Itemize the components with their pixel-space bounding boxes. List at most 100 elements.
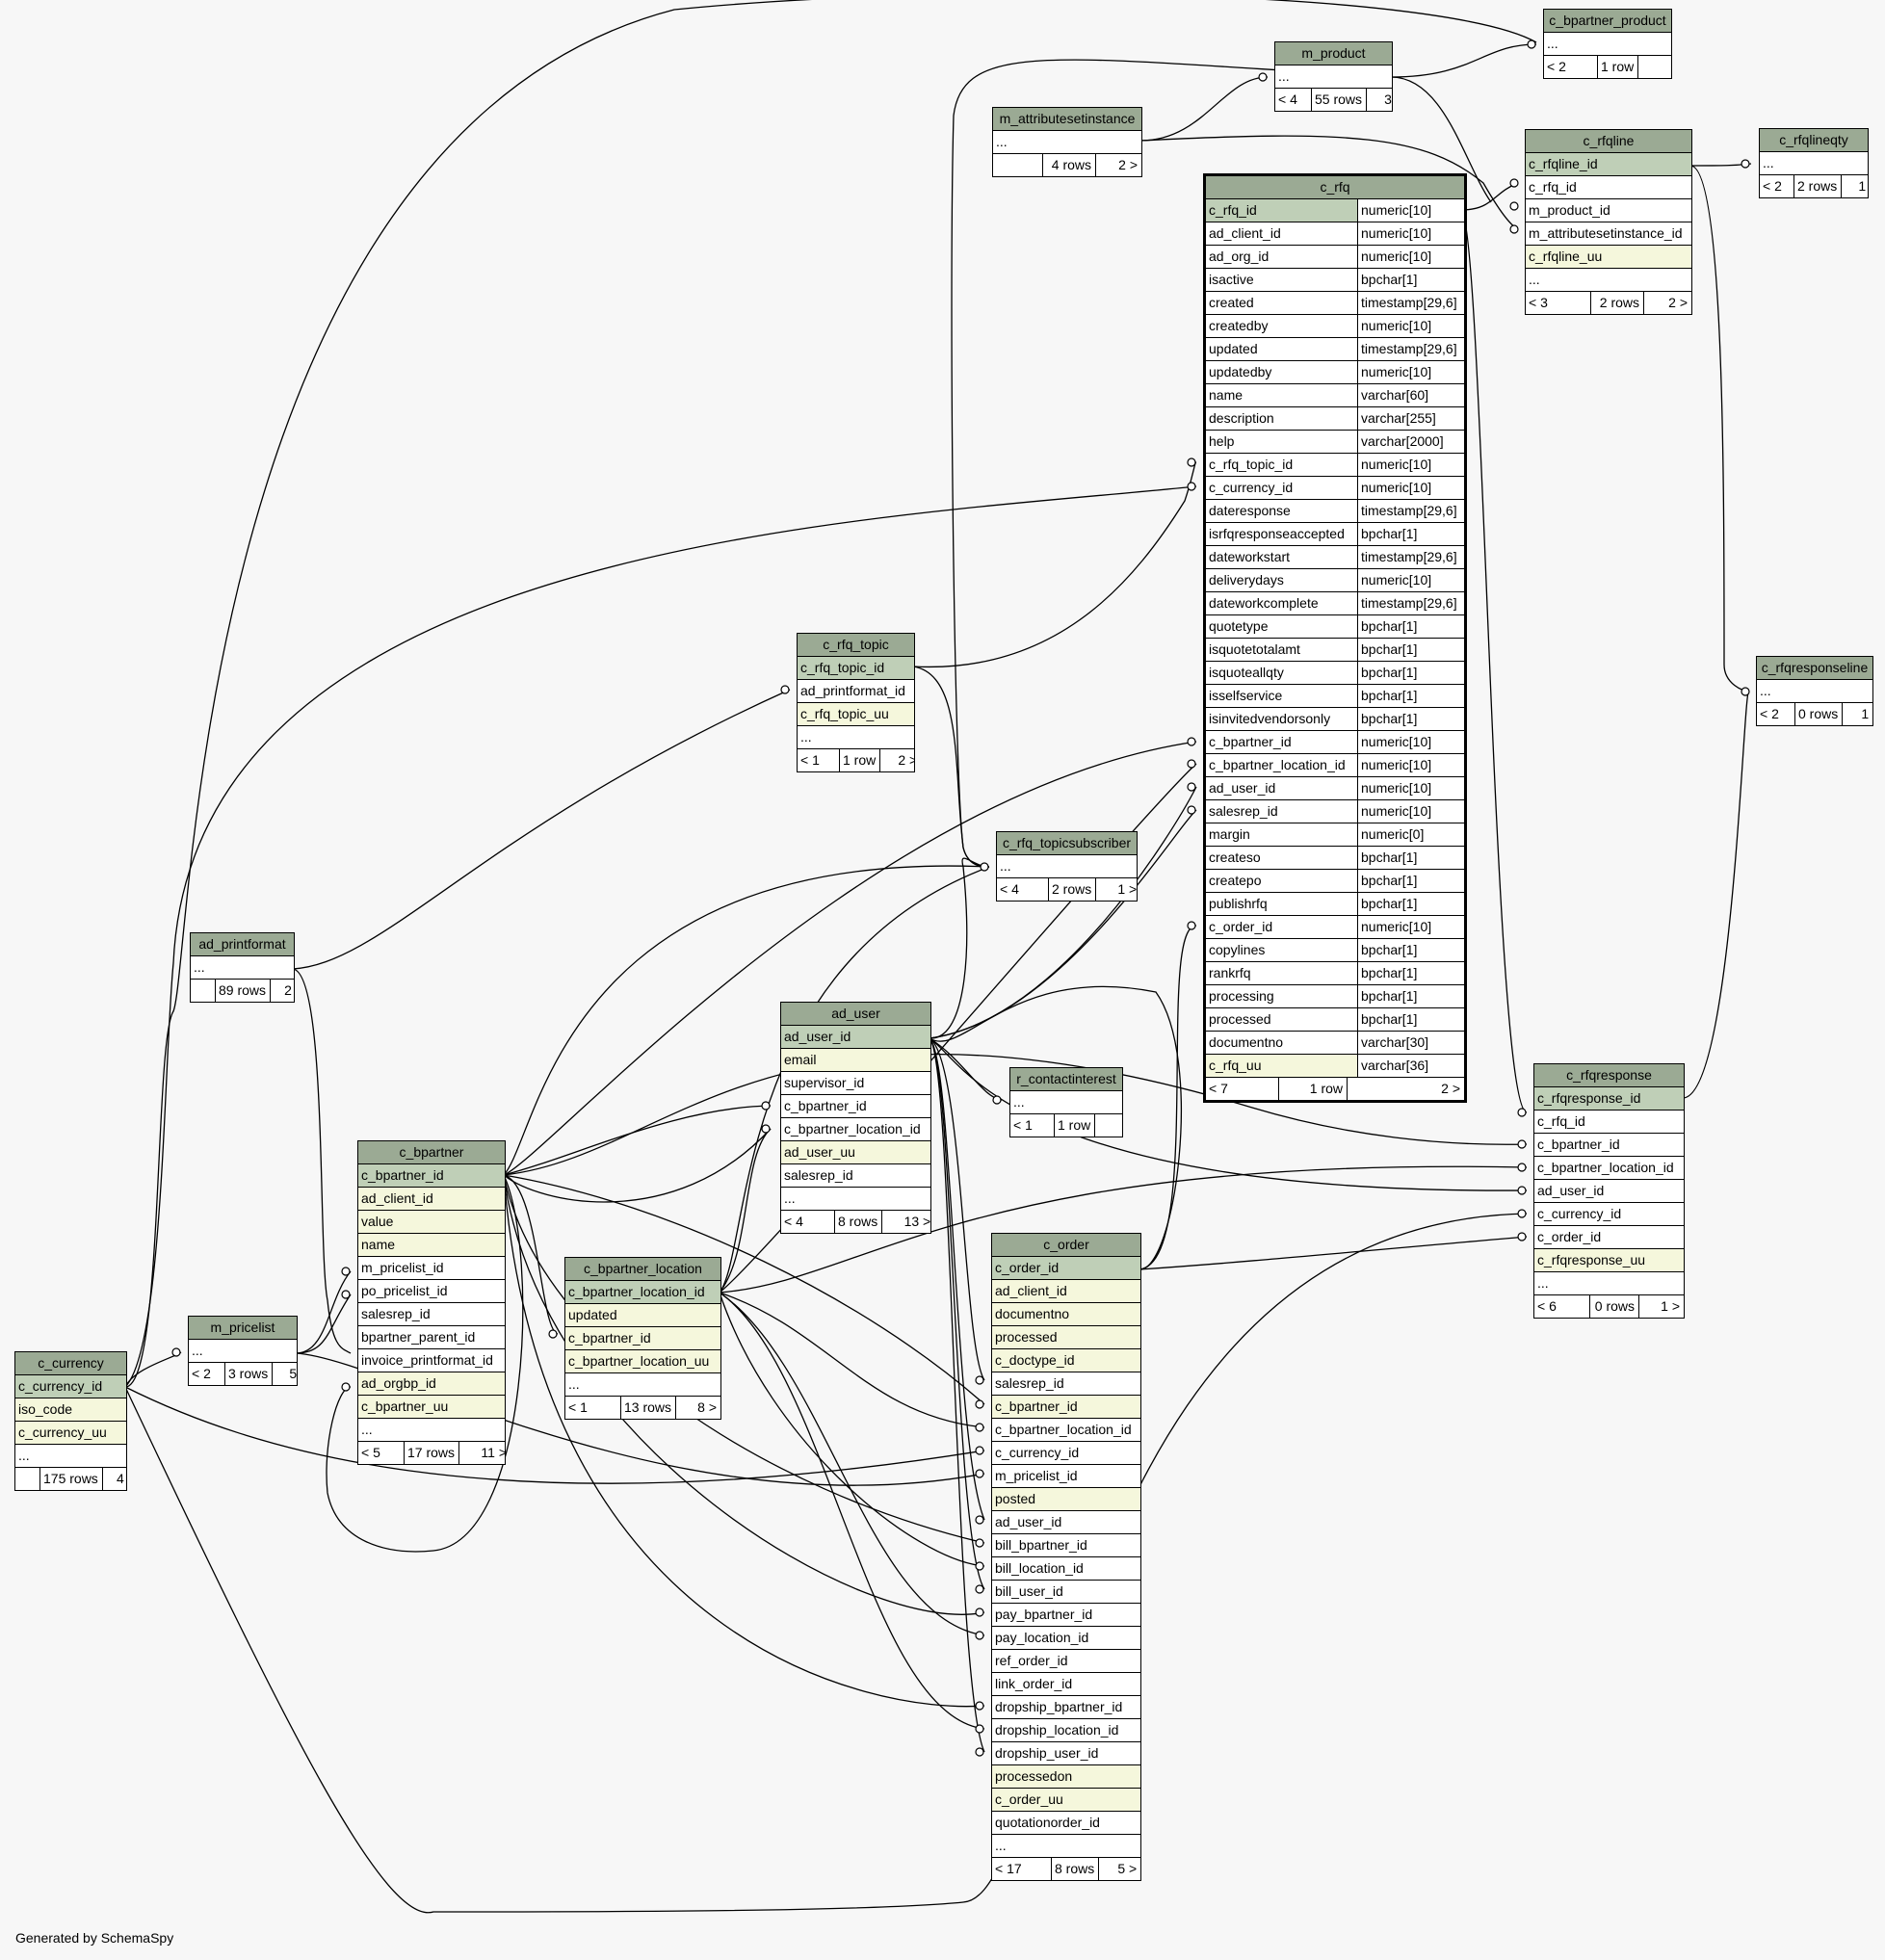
column-c-bpartner-id[interactable]: c_bpartner_id xyxy=(1534,1133,1684,1156)
column-c-order-id[interactable]: c_order_id xyxy=(992,1256,1140,1279)
column-c-rfq-id[interactable]: c_rfq_id xyxy=(1526,175,1691,198)
parents-link[interactable]: < 4 xyxy=(1278,91,1297,107)
column-bill-user-id[interactable]: bill_user_id xyxy=(992,1580,1140,1603)
column-ad-user-id[interactable]: ad_user_id xyxy=(781,1025,930,1048)
column-salesrep-id[interactable]: salesrep_id xyxy=(781,1163,930,1187)
more-columns-row[interactable]: ... xyxy=(1010,1090,1122,1113)
column-c-order-id[interactable]: c_order_id xyxy=(1534,1225,1684,1248)
more-columns-row[interactable]: ... xyxy=(1275,65,1392,88)
column-c-bpartner-location-uu[interactable]: c_bpartner_location_uu xyxy=(565,1349,720,1372)
children-link[interactable]: 11 > xyxy=(458,1442,505,1464)
more-columns-row[interactable]: ... xyxy=(191,955,294,979)
column-c-bpartner-location-id[interactable]: c_bpartner_location_id xyxy=(565,1280,720,1303)
column-quotationorder-id[interactable]: quotationorder_id xyxy=(992,1811,1140,1834)
more-columns-row[interactable]: ... xyxy=(1526,268,1691,291)
column-bpartner-parent-id[interactable]: bpartner_parent_id xyxy=(358,1325,505,1348)
column-c-order-uu[interactable]: c_order_uu xyxy=(992,1788,1140,1811)
column-dropship-location-id[interactable]: dropship_location_id xyxy=(992,1718,1140,1741)
column-pay-bpartner-id[interactable]: pay_bpartner_id xyxy=(992,1603,1140,1626)
column-c-doctype-id[interactable]: c_doctype_id xyxy=(992,1348,1140,1372)
column-ad-user-id[interactable]: ad_user_id xyxy=(992,1510,1140,1533)
column-updated[interactable]: updated xyxy=(565,1303,720,1326)
column-ad-orgbp-id[interactable]: ad_orgbp_id xyxy=(358,1372,505,1395)
column-c-rfq-topic-uu[interactable]: c_rfq_topic_uu xyxy=(798,702,914,725)
column-documentno[interactable]: documentno xyxy=(992,1302,1140,1325)
column-m-pricelist-id[interactable]: m_pricelist_id xyxy=(992,1464,1140,1487)
column-link-order-id[interactable]: link_order_id xyxy=(992,1672,1140,1695)
more-columns-row[interactable]: ... xyxy=(565,1372,720,1396)
column-name[interactable]: name xyxy=(358,1233,505,1256)
children-link[interactable]: 2 > xyxy=(270,980,294,1002)
more-columns-row[interactable]: ... xyxy=(993,130,1141,153)
column-posted[interactable]: posted xyxy=(992,1487,1140,1510)
children-link[interactable]: 1 > xyxy=(1095,878,1137,901)
children-link[interactable]: 8 > xyxy=(675,1397,720,1419)
children-link[interactable]: 4 > xyxy=(101,1468,126,1490)
parents-link[interactable]: < 4 xyxy=(784,1214,803,1229)
column-c-bpartner-location-id[interactable]: c_bpartner_location_id xyxy=(992,1418,1140,1441)
children-link[interactable]: 2 > xyxy=(1347,1078,1464,1100)
column-c-bpartner-uu[interactable]: c_bpartner_uu xyxy=(358,1395,505,1418)
parents-link[interactable] xyxy=(15,1468,39,1490)
column-value[interactable]: value xyxy=(358,1210,505,1233)
more-columns-row[interactable]: ... xyxy=(997,854,1137,877)
column-m-pricelist-id[interactable]: m_pricelist_id xyxy=(358,1256,505,1279)
column-c-rfqline-uu[interactable]: c_rfqline_uu xyxy=(1526,245,1691,268)
column-ref-order-id[interactable]: ref_order_id xyxy=(992,1649,1140,1672)
parents-link[interactable]: < 1 xyxy=(800,752,820,768)
children-link[interactable]: 2 > xyxy=(879,749,914,771)
parents-link[interactable]: < 7 xyxy=(1209,1081,1228,1096)
column-c-rfqline-id[interactable]: c_rfqline_id xyxy=(1526,152,1691,175)
column-ad-user-id[interactable]: ad_user_id xyxy=(1534,1179,1684,1202)
column-invoice-printformat-id[interactable]: invoice_printformat_id xyxy=(358,1348,505,1372)
column-processed[interactable]: processed xyxy=(992,1325,1140,1348)
more-columns-row[interactable]: ... xyxy=(15,1444,126,1467)
more-columns-row[interactable]: ... xyxy=(992,1834,1140,1857)
column-po-pricelist-id[interactable]: po_pricelist_id xyxy=(358,1279,505,1302)
children-link[interactable]: 2 > xyxy=(1095,154,1141,176)
column-c-currency-id[interactable]: c_currency_id xyxy=(1534,1202,1684,1225)
children-link[interactable]: 5 > xyxy=(272,1363,297,1385)
more-columns-row[interactable]: ... xyxy=(1544,32,1671,55)
column-c-bpartner-id[interactable]: c_bpartner_id xyxy=(992,1395,1140,1418)
parents-link[interactable] xyxy=(993,154,1042,176)
more-columns-row[interactable]: ... xyxy=(1760,151,1868,174)
column-m-product-id[interactable]: m_product_id xyxy=(1526,198,1691,222)
column-c-bpartner-id[interactable]: c_bpartner_id xyxy=(358,1163,505,1187)
more-columns-row[interactable]: ... xyxy=(189,1339,297,1362)
column-c-currency-id[interactable]: c_currency_id xyxy=(15,1374,126,1398)
